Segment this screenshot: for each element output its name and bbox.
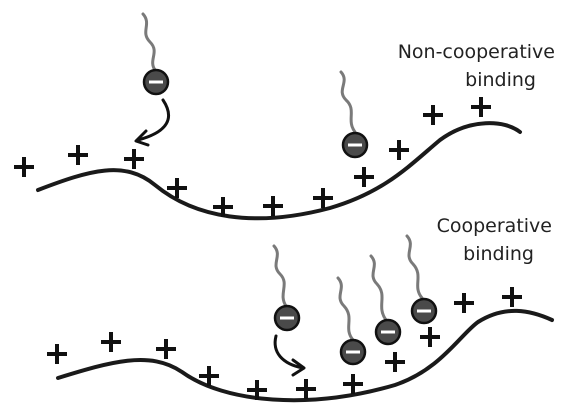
cooperative-panel: Cooperative binding xyxy=(47,215,554,403)
plus-icon xyxy=(354,167,374,187)
plus-icon xyxy=(124,149,144,169)
plus-icon xyxy=(296,379,316,399)
plus-icon xyxy=(389,140,409,160)
noncooperative-surface-curve xyxy=(36,121,522,221)
noncooperative-panel: Non-cooperative binding xyxy=(14,12,555,221)
plus-icon xyxy=(454,293,474,313)
negatively-charged-ligand-icon xyxy=(272,244,301,332)
plus-icon xyxy=(213,197,233,217)
plus-icon xyxy=(199,366,219,386)
negatively-charged-ligand-icon xyxy=(141,12,170,96)
noncooperative-title-line2: binding xyxy=(465,69,536,91)
cooperative-title-line1: Cooperative xyxy=(437,215,552,237)
cooperative-title-line2: binding xyxy=(463,243,534,265)
plus-icon xyxy=(47,344,67,364)
curved-arrow-icon xyxy=(134,98,171,147)
curved-arrow-icon xyxy=(273,334,306,377)
plus-icon xyxy=(343,374,363,394)
plus-icon xyxy=(68,145,88,165)
plus-icon xyxy=(420,327,440,347)
plus-icon xyxy=(313,188,333,208)
cooperative-surface-curve xyxy=(56,308,554,403)
noncooperative-title-line1: Non-cooperative xyxy=(398,41,555,63)
plus-icon xyxy=(167,178,187,198)
negatively-charged-ligand-icon xyxy=(369,254,402,346)
plus-icon xyxy=(156,339,176,359)
plus-icon xyxy=(263,196,283,216)
plus-icon xyxy=(471,97,491,117)
plus-icon xyxy=(101,332,121,352)
negatively-charged-ligand-icon xyxy=(336,276,367,366)
negatively-charged-ligand-icon xyxy=(405,234,438,325)
plus-icon xyxy=(385,352,405,372)
plus-icon xyxy=(247,380,267,400)
plus-icon xyxy=(502,287,522,307)
negatively-charged-ligand-icon xyxy=(339,70,369,159)
plus-icon xyxy=(14,157,34,177)
plus-icon xyxy=(423,105,443,125)
